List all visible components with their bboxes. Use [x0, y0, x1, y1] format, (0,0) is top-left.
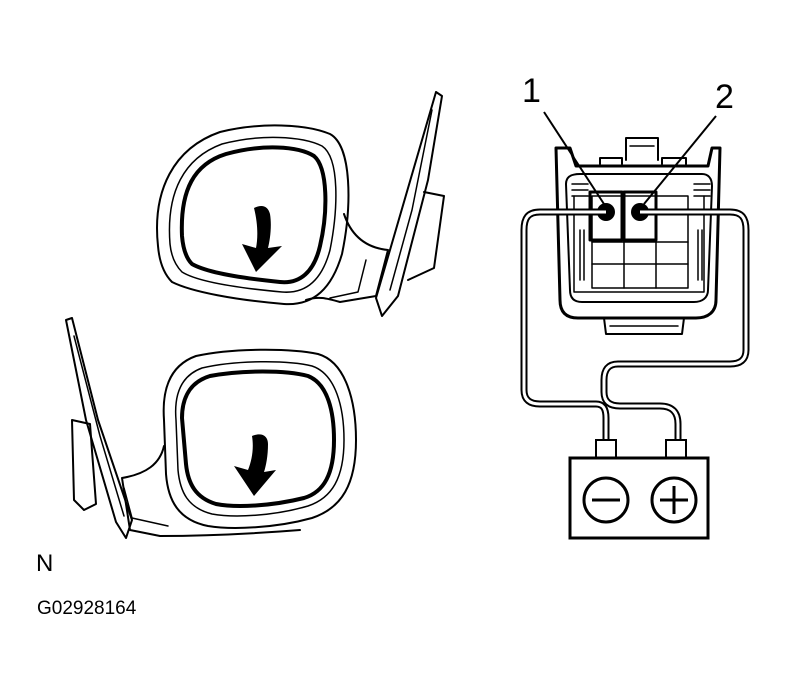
pin-2-leader-line — [643, 115, 717, 205]
upper-mirror-support — [305, 213, 389, 303]
lower-mirror-outer-housing — [162, 348, 357, 529]
upper-mirror-arm — [375, 91, 443, 317]
connector-body — [554, 146, 722, 320]
lower-mirror-assembly — [65, 317, 357, 539]
upper-mirror-assembly — [156, 91, 445, 317]
upper-mirror-outer-housing — [156, 124, 350, 306]
lower-mirror-arrow-icon — [234, 434, 276, 496]
pin-1-leader-line — [543, 111, 605, 205]
upper-mirror-support-line — [329, 259, 367, 299]
upper-mirror-housing-rim — [168, 136, 337, 293]
upper-mirror-base-plate — [407, 191, 445, 281]
lower-mirror-arm — [65, 317, 133, 539]
lower-mirror-glass — [180, 369, 336, 508]
view-code-label: N — [36, 550, 54, 577]
lower-mirror-support-line — [123, 487, 169, 527]
lower-mirror-housing-rim — [174, 360, 345, 517]
plus-sign-icon — [650, 476, 698, 524]
figure-id-label: G02928164 — [37, 598, 137, 619]
connector-inner-housing — [565, 173, 713, 303]
upper-mirror-arrow-icon — [242, 206, 282, 272]
lower-mirror-base-plate — [71, 419, 97, 511]
terminal-box-1 — [588, 190, 624, 242]
battery-body — [568, 456, 710, 540]
connector-side-ribs — [571, 183, 711, 281]
connector-latch — [625, 137, 659, 161]
battery — [568, 439, 710, 540]
battery-negative-terminal — [595, 439, 617, 459]
minus-sign-icon — [582, 476, 630, 524]
lower-mirror-arm-inner-line — [73, 335, 125, 517]
lower-mirror-support — [121, 445, 301, 537]
connector-shoulders — [599, 157, 687, 165]
connector-bottom-tab — [603, 317, 685, 335]
pin-label-2: 2 — [715, 78, 734, 116]
wire-pin1-to-negative — [520, 208, 610, 440]
upper-mirror-arm-inner-line — [389, 109, 433, 291]
battery-positive-terminal — [665, 439, 687, 459]
upper-mirror-glass — [179, 145, 328, 285]
pin-label-1: 1 — [522, 72, 541, 110]
terminal-box-2 — [622, 190, 658, 242]
